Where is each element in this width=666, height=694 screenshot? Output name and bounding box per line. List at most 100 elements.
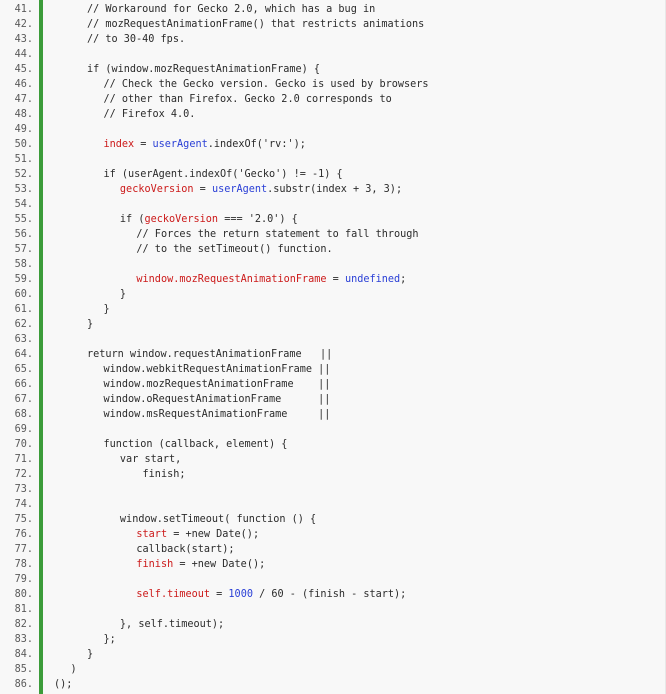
code-token: window.setTimeout( function () { bbox=[119, 514, 317, 525]
line-code: }; bbox=[54, 632, 115, 647]
line-code: callback(start); bbox=[54, 542, 235, 557]
line-number: 54. bbox=[14, 199, 33, 210]
line-number: 69. bbox=[14, 424, 33, 435]
line-number: 80. bbox=[14, 589, 33, 600]
code-line: 50. index = userAgent.indexOf('rv:'); bbox=[0, 137, 665, 152]
code-token: } bbox=[103, 304, 110, 315]
line-number: 85. bbox=[14, 664, 33, 675]
line-number: 41. bbox=[14, 4, 33, 15]
code-line: 42.// mozRequestAnimationFrame() that re… bbox=[0, 17, 665, 32]
code-line: 47. // other than Firefox. Gecko 2.0 corr… bbox=[0, 92, 665, 107]
line-number: 86. bbox=[14, 679, 33, 690]
line-code: (); bbox=[54, 677, 72, 692]
code-line: 68.window.msRequestAnimationFrame || bbox=[0, 407, 665, 422]
line-code: index = userAgent.indexOf('rv:'); bbox=[54, 137, 306, 152]
code-token: function (callback, element) { bbox=[103, 439, 288, 450]
code-token: = bbox=[193, 184, 212, 195]
line-code: // to the setTimeout() function. bbox=[54, 242, 332, 257]
line-code: if (geckoVersion === '2.0') { bbox=[54, 212, 298, 227]
code-token: if (window.mozRequestAnimationFrame) { bbox=[86, 64, 321, 75]
line-code: // Firefox 4.0. bbox=[54, 107, 195, 122]
line-number: 73. bbox=[14, 484, 33, 495]
code-token: var start, bbox=[119, 454, 182, 465]
line-number: 42. bbox=[14, 19, 33, 30]
comment-token: // other than Firefox. Gecko 2.0 corresp… bbox=[103, 94, 392, 105]
line-number: 82. bbox=[14, 619, 33, 630]
line-code: }, self.timeout); bbox=[54, 617, 224, 632]
line-number: 84. bbox=[14, 649, 33, 660]
comment-token: // Forces the return statement to fall t… bbox=[136, 229, 419, 240]
line-code: window.webkitRequestAnimationFrame || bbox=[54, 362, 330, 377]
code-line: 79. bbox=[0, 572, 665, 587]
code-line: 86. (); bbox=[0, 677, 665, 692]
line-code: window.mozRequestAnimationFrame || bbox=[54, 377, 330, 392]
code-line: 54. bbox=[0, 197, 665, 212]
code-line: 73. bbox=[0, 482, 665, 497]
code-line: 63. bbox=[0, 332, 665, 347]
code-token: = +new Date(); bbox=[173, 559, 266, 570]
line-code: start = +new Date(); bbox=[54, 527, 259, 542]
code-token: .indexOf('rv:'); bbox=[207, 139, 306, 150]
line-code: window.mozRequestAnimationFrame = undefi… bbox=[54, 272, 406, 287]
line-code: finish; bbox=[54, 467, 186, 482]
code-token: / 60 - (finish - start); bbox=[252, 589, 407, 600]
code-token: }, self.timeout); bbox=[119, 619, 225, 630]
code-line: 70.function (callback, element) { bbox=[0, 437, 665, 452]
line-number: 72. bbox=[14, 469, 33, 480]
code-line: 83.}; bbox=[0, 632, 665, 647]
code-token: callback(start); bbox=[136, 544, 235, 555]
code-line: 76. start = +new Date(); bbox=[0, 527, 665, 542]
line-number: 44. bbox=[14, 49, 33, 60]
code-line: 44. bbox=[0, 47, 665, 62]
line-number: 46. bbox=[14, 79, 33, 90]
variable-token: geckoVersion bbox=[144, 214, 219, 225]
line-number: 64. bbox=[14, 349, 33, 360]
line-number: 58. bbox=[14, 259, 33, 270]
code-line: 55.if (geckoVersion === '2.0') { bbox=[0, 212, 665, 227]
code-line: 41. // Workaround for Gecko 2.0, which ha… bbox=[0, 2, 665, 17]
line-number: 53. bbox=[14, 184, 33, 195]
code-line: 66.window.mozRequestAnimationFrame || bbox=[0, 377, 665, 392]
line-number: 75. bbox=[14, 514, 33, 525]
code-token: window.webkitRequestAnimationFrame || bbox=[103, 364, 331, 375]
line-number: 76. bbox=[14, 529, 33, 540]
line-number: 47. bbox=[14, 94, 33, 105]
line-number: 78. bbox=[14, 559, 33, 570]
line-number: 77. bbox=[14, 544, 33, 555]
code-line: 80.self.timeout = 1000 / 60 - (finish - … bbox=[0, 587, 665, 602]
code-token: } bbox=[119, 289, 127, 300]
code-line: 69. bbox=[0, 422, 665, 437]
line-code: finish = +new Date(); bbox=[54, 557, 265, 572]
line-code: } bbox=[54, 317, 93, 332]
line-code: // Workaround for Gecko 2.0, which has a… bbox=[54, 2, 375, 17]
code-line: 48.// Firefox 4.0. bbox=[0, 107, 665, 122]
code-token: = bbox=[210, 589, 229, 600]
line-code: window.setTimeout( function () { bbox=[54, 512, 316, 527]
code-token: if (userAgent.indexOf('Gecko') != -1) { bbox=[103, 169, 343, 180]
line-number: 74. bbox=[14, 499, 33, 510]
line-code: geckoVersion = userAgent.substr(index + … bbox=[54, 182, 402, 197]
code-line: 77. callback(start); bbox=[0, 542, 665, 557]
code-line: 51. bbox=[0, 152, 665, 167]
line-number: 50. bbox=[14, 139, 33, 150]
variable-token: finish bbox=[136, 559, 174, 570]
code-token: .substr(index + 3, 3); bbox=[267, 184, 403, 195]
line-number: 57. bbox=[14, 244, 33, 255]
line-code: } bbox=[54, 287, 126, 302]
line-code: if (userAgent.indexOf('Gecko') != -1) { bbox=[54, 167, 343, 182]
code-line: 53. geckoVersion = userAgent.substr(index… bbox=[0, 182, 665, 197]
line-code: return window.requestAnimationFrame || bbox=[54, 347, 332, 362]
code-line: 61.} bbox=[0, 302, 665, 317]
identifier-token: userAgent bbox=[152, 139, 208, 150]
code-token: === '2.0') { bbox=[218, 214, 298, 225]
code-token: } bbox=[86, 319, 94, 330]
code-line: 85.) bbox=[0, 662, 665, 677]
line-number: 67. bbox=[14, 394, 33, 405]
code-token: window.oRequestAnimationFrame || bbox=[103, 394, 331, 405]
code-line: 78. finish = +new Date(); bbox=[0, 557, 665, 572]
code-line: 49. bbox=[0, 122, 665, 137]
line-code: } bbox=[54, 647, 93, 662]
code-line: 71.var start, bbox=[0, 452, 665, 467]
comment-token: // Firefox 4.0. bbox=[103, 109, 196, 120]
